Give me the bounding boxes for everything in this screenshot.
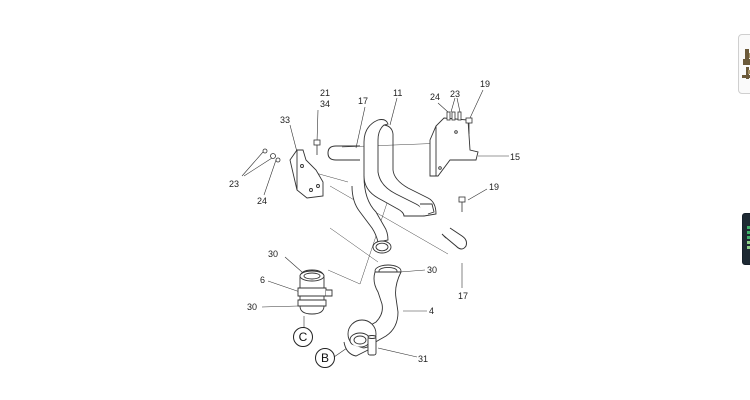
coupling-6 [297, 269, 333, 315]
callout-23-top: 23 [450, 89, 461, 99]
view-marker-c: C [293, 327, 313, 347]
callout-6: 6 [260, 275, 266, 285]
bracket-15 [429, 117, 479, 177]
callout-21: 21 [320, 88, 331, 98]
parts-thumbnail-icon[interactable] [738, 34, 750, 94]
callout-34: 34 [320, 99, 331, 109]
leader-lines [241, 89, 509, 358]
view-marker-b: B [315, 348, 335, 368]
parts-thumbnail-art [742, 49, 750, 79]
callout-19-top: 19 [480, 79, 491, 89]
bracket-33 [289, 149, 324, 199]
callout-33: 33 [280, 115, 291, 125]
callout-15: 15 [510, 152, 521, 162]
callout-24-top: 24 [430, 92, 441, 102]
callout-30-left-top: 30 [268, 249, 279, 259]
callout-31: 31 [418, 354, 429, 364]
sensor-31 [367, 335, 377, 356]
bolt-19-mid [458, 196, 466, 212]
callout-17-bottom: 17 [458, 291, 469, 301]
callout-4: 4 [429, 306, 435, 316]
device-thumbnail-art [747, 226, 750, 249]
callout-30-left-bottom: 30 [247, 302, 258, 312]
callout-24-left: 24 [257, 196, 268, 206]
callout-17-top: 17 [358, 96, 369, 106]
callout-23-left: 23 [229, 179, 240, 189]
callout-19-mid: 19 [489, 182, 500, 192]
callout-11: 11 [393, 88, 403, 98]
device-thumbnail-icon[interactable] [742, 213, 750, 265]
callout-30-right: 30 [427, 265, 438, 275]
u-clamp-17-bottom [441, 227, 467, 250]
washers-left [262, 148, 281, 163]
pipe-11 [351, 119, 437, 254]
bolt-19-top [465, 117, 473, 134]
bolt-21 [313, 139, 321, 155]
u-clamp-17-top [327, 145, 360, 161]
fasteners-top [446, 111, 462, 121]
